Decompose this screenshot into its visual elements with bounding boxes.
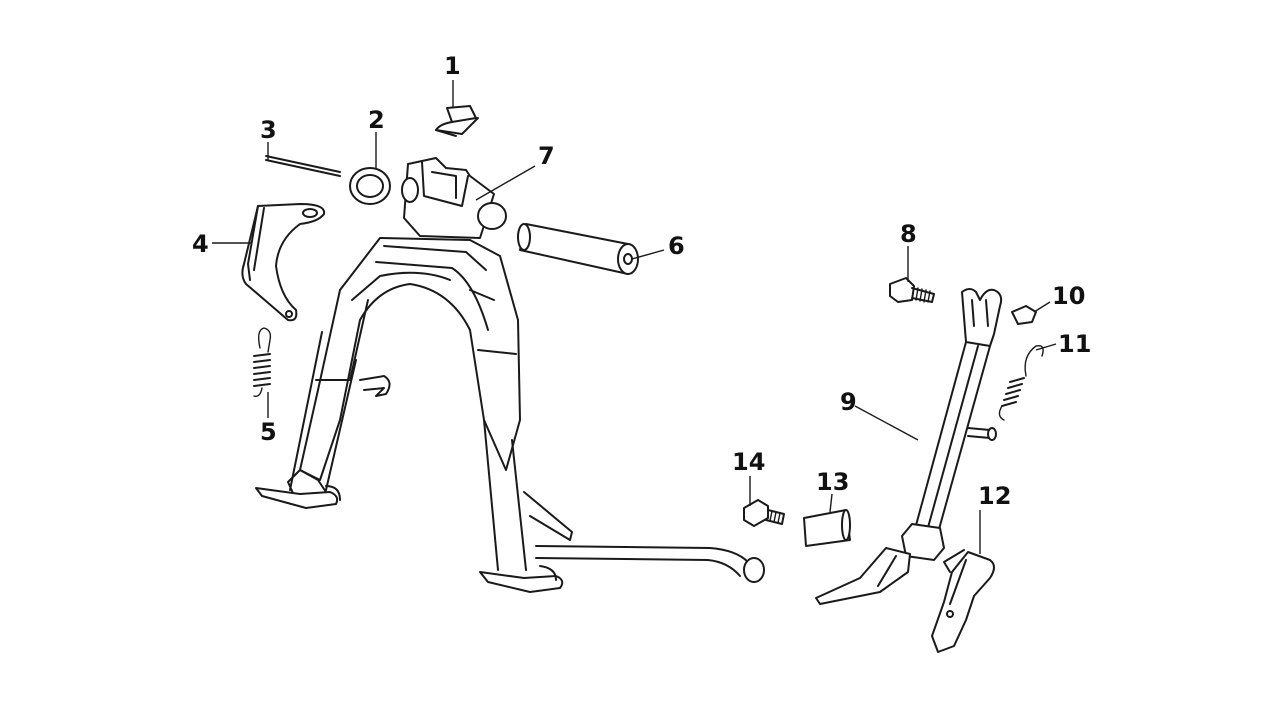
callout-11: 11 [1058,330,1091,358]
callout-8: 8 [900,220,917,248]
callout-4: 4 [192,230,209,258]
part-2-washer [349,167,391,205]
part-1-clip [435,105,479,137]
part-3-pin [265,155,341,177]
part-10-nut [1011,305,1037,325]
part-13-bushing [803,509,851,547]
callout-2: 2 [368,106,385,134]
callout-12: 12 [978,482,1011,510]
part-4-bracket [241,203,326,322]
callout-6: 6 [668,232,685,260]
callout-1: 1 [444,52,461,80]
part-7-main-stand [255,157,765,593]
callout-14: 14 [732,448,765,476]
callout-7: 7 [538,142,555,170]
callout-10: 10 [1052,282,1085,310]
leader-lines [212,80,1057,554]
part-9-side-stand [815,288,1003,605]
part-8-bolt [889,277,935,303]
callout-5: 5 [260,418,277,446]
callout-9: 9 [840,388,857,416]
part-12-foot-pad [931,549,995,653]
part-6-sleeve [517,223,639,275]
part-11-spring [998,345,1044,421]
part-5-spring [253,327,272,398]
callout-labels: 1 2 3 4 5 6 7 8 9 10 11 12 13 14 [192,52,1091,510]
part-14-shoulder-bolt [743,499,785,527]
callout-13: 13 [816,468,849,496]
callout-3: 3 [260,116,277,144]
